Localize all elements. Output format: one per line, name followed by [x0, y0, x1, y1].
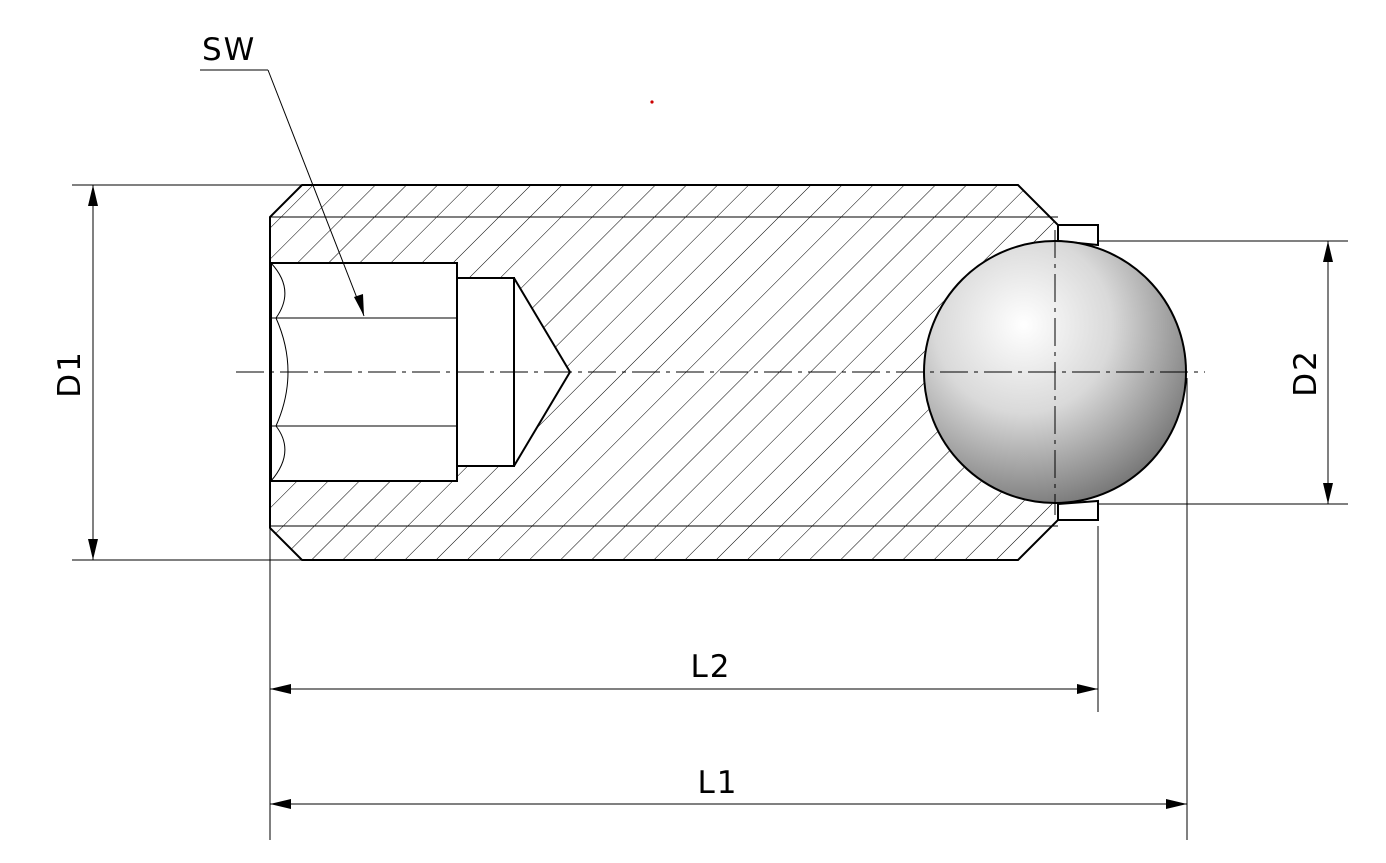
- dimension-l1: L1: [270, 378, 1188, 840]
- leader-sw: SW: [200, 32, 365, 317]
- dimension-d2: D2: [1098, 240, 1348, 505]
- label-l2: L2: [691, 649, 732, 685]
- label-d2: D2: [1288, 349, 1324, 397]
- label-sw: SW: [202, 32, 256, 68]
- label-d1: D1: [52, 350, 88, 398]
- label-l1: L1: [698, 765, 739, 801]
- marker-dot: [650, 100, 654, 104]
- retaining-lip-bottom: [1057, 499, 1099, 521]
- dimension-d1: D1: [52, 184, 302, 561]
- dimension-l2: L2: [269, 526, 1099, 840]
